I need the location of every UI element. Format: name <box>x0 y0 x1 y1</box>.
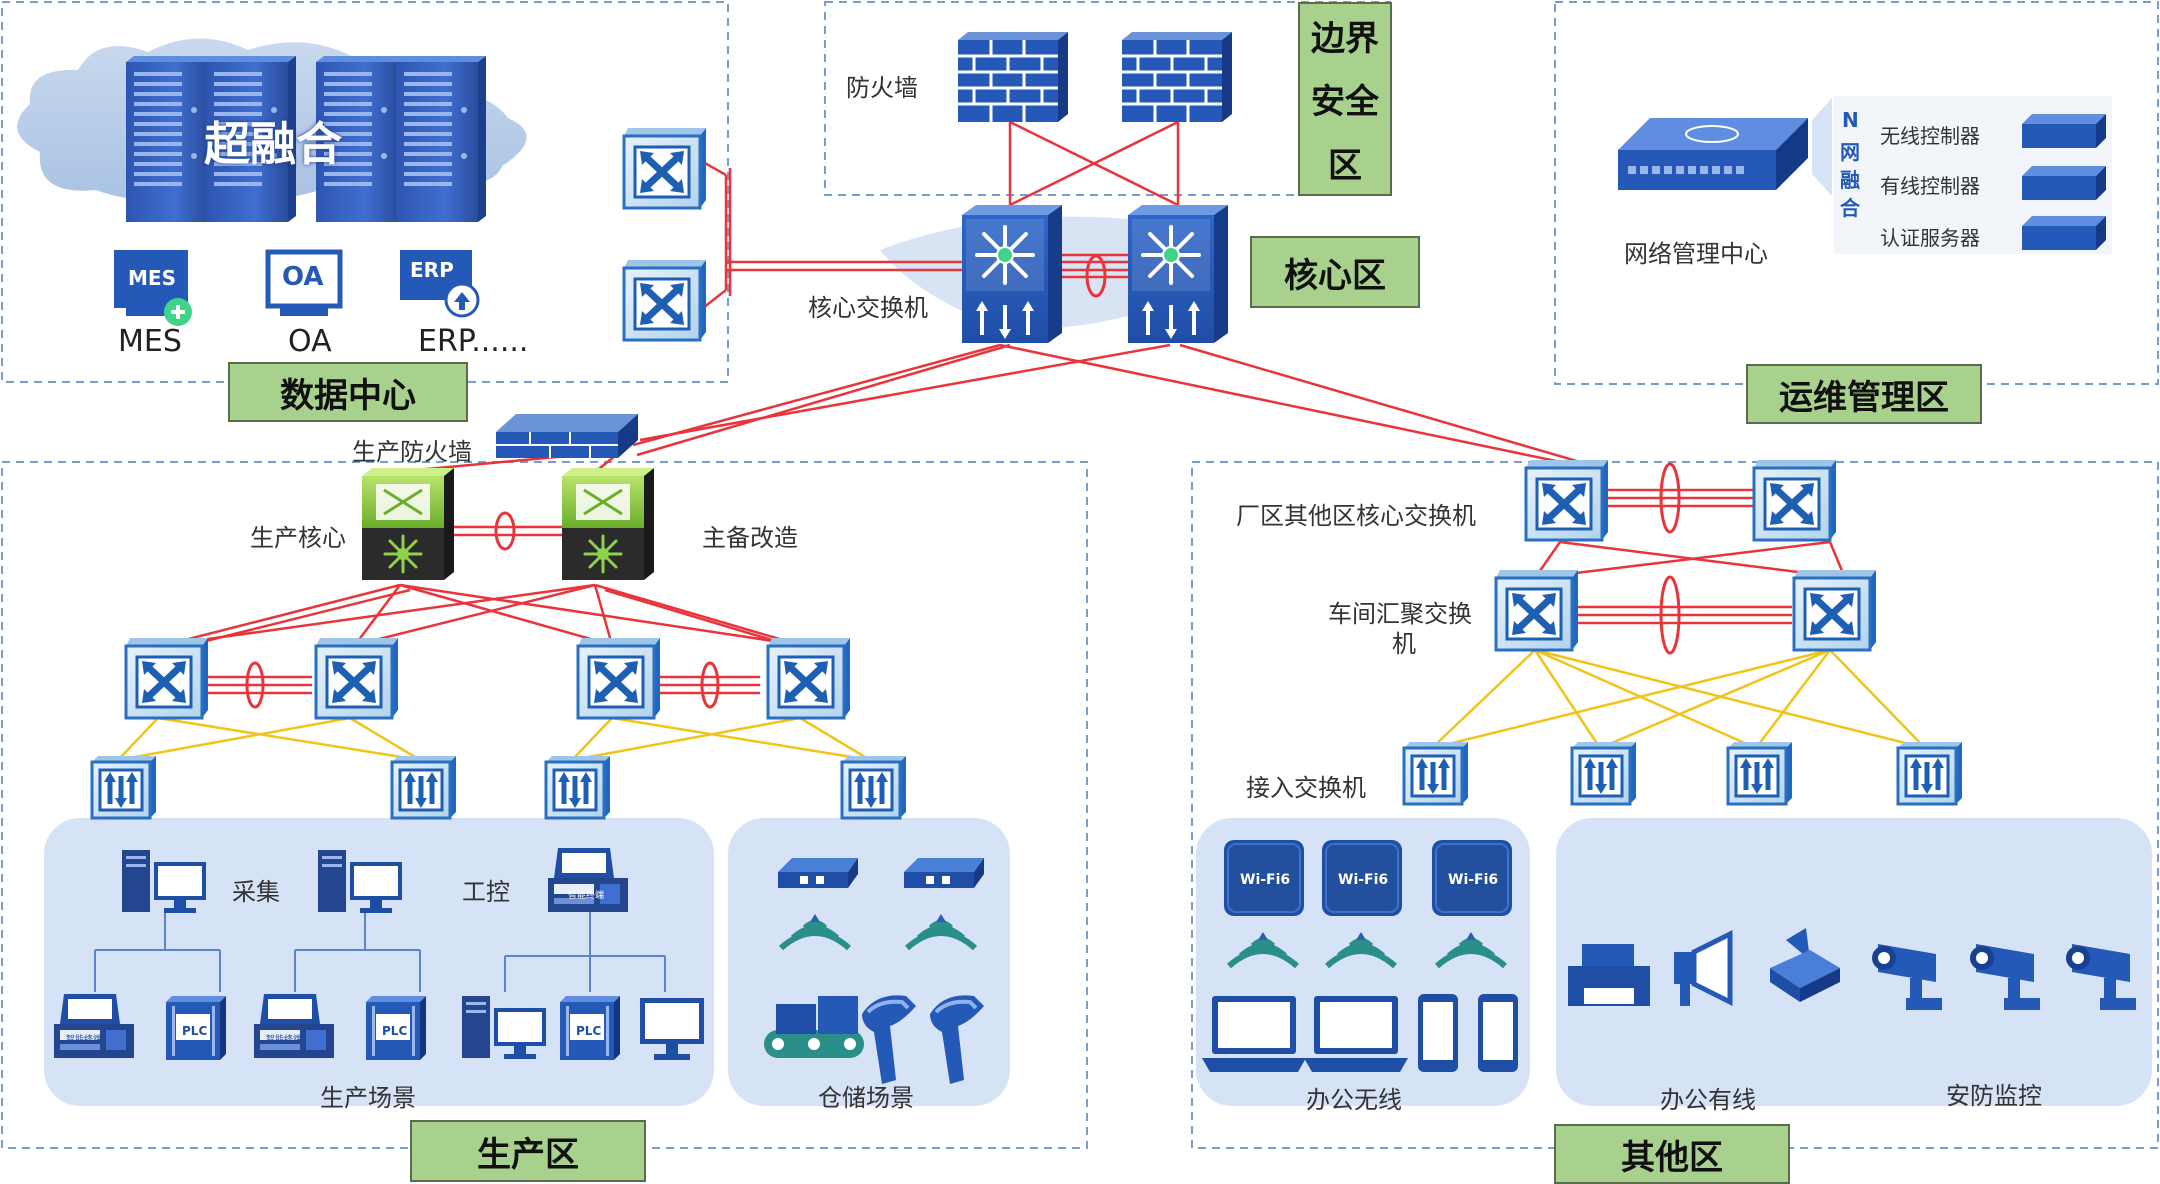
server-icon <box>126 56 216 222</box>
core-switch-icon <box>960 203 1064 345</box>
zone-label-other: 其他区 <box>1554 1124 1790 1184</box>
aggregation-switch-icon <box>1794 570 1876 650</box>
firewall-label: 防火墙 <box>846 74 918 102</box>
access-switch-icon <box>1404 742 1468 804</box>
fusion-arrow <box>1812 98 1832 196</box>
plc-text: PLC <box>182 1024 208 1038</box>
zone-label-ops: 运维管理区 <box>1746 364 1982 424</box>
dc-switch-icon <box>624 128 706 208</box>
security-monitoring-label: 安防监控 <box>1946 1082 2042 1110</box>
zone-label-datacenter: 数据中心 <box>228 362 468 422</box>
aggregation-switch-icon <box>1496 570 1578 650</box>
erp-app-icon <box>400 250 480 318</box>
zone-label-production: 生产区 <box>410 1120 646 1182</box>
firewall-icon <box>1120 30 1234 124</box>
office-wired-label: 办公有线 <box>1660 1086 1756 1114</box>
terminal-text: 智能终端 <box>266 1035 303 1045</box>
production-scene-label: 生产场景 <box>320 1084 416 1112</box>
production-firewall-icon <box>496 414 638 458</box>
phone-icon <box>1478 994 1518 1072</box>
erp-icon-text: ERP <box>410 258 454 282</box>
switch-icon <box>578 638 660 718</box>
access-switch-icon <box>1728 742 1792 804</box>
core-switch-label: 核心交换机 <box>808 294 928 322</box>
production-core-icon <box>560 466 656 582</box>
terminal-text: 智能终端 <box>568 891 605 901</box>
access-switch-icon <box>842 756 906 818</box>
core-switch-icon <box>1126 203 1230 345</box>
control-label: 工控 <box>462 878 510 906</box>
scene-panels <box>44 818 2152 1106</box>
other-core-label: 厂区其他区核心交换机 <box>1236 502 1476 530</box>
dc-switch-icon <box>624 260 706 340</box>
laptop-icon <box>1202 996 1306 1072</box>
production-firewall-label: 生产防火墙 <box>352 438 472 466</box>
plc-text: PLC <box>382 1024 408 1038</box>
fusion-char-3: 融 <box>1840 168 1860 192</box>
nms-device-icon <box>1618 118 1808 190</box>
access-switch-icon <box>1898 742 1962 804</box>
storage-scene-label: 仓储场景 <box>818 1084 914 1112</box>
mes-app-icon <box>114 250 192 326</box>
access-switch-label: 接入交换机 <box>1246 774 1366 802</box>
access-switch-icon <box>1572 742 1636 804</box>
access-switch-icon <box>546 756 610 818</box>
zone-label-border-security: 边界 安全 区 <box>1298 2 1392 196</box>
redundancy-label: 主备改造 <box>702 524 798 552</box>
fusion-char-4: 合 <box>1840 196 1860 220</box>
erp-label: ERP...... <box>418 324 529 359</box>
other-core-switch-icon <box>1754 460 1836 540</box>
border-label-line-1: 边界 <box>1311 19 1379 60</box>
production-core-icon <box>360 466 456 582</box>
yellow-links <box>117 648 1926 762</box>
ops-devices <box>2022 114 2106 250</box>
conveyor-icon <box>764 996 864 1058</box>
other-core-switch-icon <box>1526 460 1608 540</box>
office-wireless-label: 办公无线 <box>1306 1086 1402 1114</box>
switch-icon <box>316 638 398 718</box>
gateway-icon <box>1770 928 1840 1002</box>
laptop-icon <box>1304 996 1408 1072</box>
lag-ellipses <box>245 254 1681 709</box>
printer-icon <box>1568 944 1650 1006</box>
wifi-ap-text: Wi-Fi6 <box>1240 872 1291 888</box>
border-label-line-3: 区 <box>1328 145 1362 186</box>
wifi-ap-text: Wi-Fi6 <box>1448 872 1499 888</box>
switch-icon <box>768 638 850 718</box>
rfid-reader-icon <box>778 858 858 888</box>
access-switch-icon <box>392 756 456 818</box>
auth-server-label: 认证服务器 <box>1880 226 1980 250</box>
fusion-char-1: N <box>1842 108 1859 132</box>
server-icon <box>396 56 486 222</box>
phone-icon <box>1418 994 1458 1072</box>
fusion-char-2: 网 <box>1840 140 1860 164</box>
terminal-links <box>94 912 666 992</box>
wifi-ap-text: Wi-Fi6 <box>1338 872 1389 888</box>
oa-icon-text: OA <box>282 262 324 292</box>
hyperconverged-label: 超融合 <box>204 117 342 171</box>
aggregation-label-line-1: 车间汇聚交换 <box>1328 600 1472 628</box>
plc-text: PLC <box>576 1024 602 1038</box>
terminal-text: 智能终端 <box>66 1035 103 1045</box>
red-links <box>164 120 1847 695</box>
firewall-icon <box>956 30 1070 124</box>
zone-label-core: 核心区 <box>1250 236 1420 308</box>
production-core-label: 生产核心 <box>250 524 346 552</box>
oa-app-icon <box>265 249 343 316</box>
speaker-icon <box>1674 929 1733 1007</box>
collect-label: 采集 <box>232 878 280 906</box>
wireless-controller-label: 无线控制器 <box>1880 124 1980 148</box>
mes-icon-text: MES <box>128 266 176 290</box>
switch-icon <box>126 638 208 718</box>
access-switch-icon <box>92 756 156 818</box>
nms-label: 网络管理中心 <box>1624 240 1768 268</box>
mes-label: MES <box>118 324 182 359</box>
border-label-line-2: 安全 <box>1311 82 1379 123</box>
oa-label: OA <box>288 324 332 359</box>
wired-controller-label: 有线控制器 <box>1880 174 1980 198</box>
rfid-reader-icon <box>904 858 984 888</box>
aggregation-label-line-2: 机 <box>1392 630 1416 658</box>
